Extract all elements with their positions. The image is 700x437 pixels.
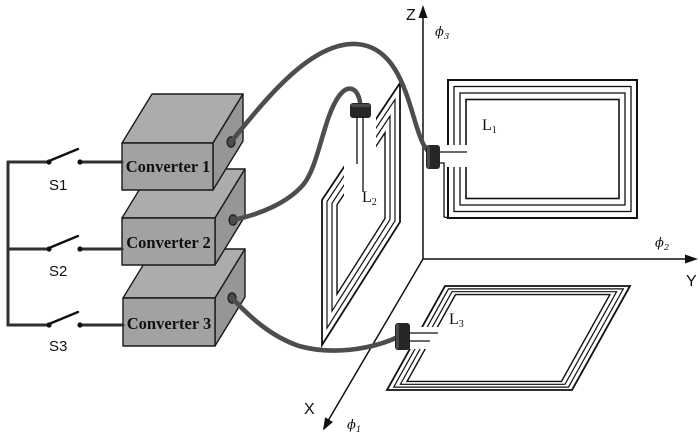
coil-l3-turn-3	[399, 291, 618, 385]
flux-phi1-label: ϕ1	[347, 418, 361, 435]
coil-l3-turn-inner	[405, 293, 612, 383]
s2-contact-right	[77, 246, 83, 252]
flux-phi3-label: ϕ3	[435, 25, 449, 42]
s2-contact-left	[46, 246, 52, 252]
converter-1-box	[121, 93, 244, 191]
switch-s1	[6, 147, 124, 165]
x-axis-arrowhead-icon	[323, 417, 333, 431]
l2-connector-rim	[351, 104, 370, 107]
coil-l2-turn-outer	[321, 80, 401, 349]
y-axis-arrowhead-icon	[685, 254, 698, 264]
cable-converter3-to-l3	[229, 295, 401, 353]
y-axis-label: Y	[686, 273, 697, 290]
s1-contact-right	[77, 159, 83, 165]
s3-contact-left	[46, 322, 52, 328]
switch-s2	[6, 234, 124, 252]
labels: Z Y X ϕ3 ϕ2 ϕ1 L1 L2 L3 Converter 1 Conv…	[49, 7, 697, 435]
coil-l1-turn-3	[459, 92, 626, 206]
l1-lead-outer	[440, 162, 450, 219]
cable-converter1-to-l1	[228, 41, 432, 155]
switch-s3-label: S3	[49, 338, 67, 355]
coil-l1	[442, 79, 638, 219]
s1-blade	[47, 147, 80, 163]
converter-3-front-face	[122, 297, 216, 347]
coil-l1-turn-2	[453, 85, 632, 213]
flux-phi2-label: ϕ2	[655, 236, 669, 253]
cable-converter2-to-l2	[230, 86, 363, 223]
converter-2-front-face	[121, 217, 216, 266]
l3-connector-rim	[396, 324, 399, 349]
switch-network	[6, 147, 125, 328]
connectors	[350, 103, 440, 350]
coil-lead-wires	[356, 117, 467, 342]
converter-1-front-face	[121, 142, 214, 191]
x-axis-label: X	[304, 401, 315, 418]
coil-l2-label: L2	[362, 189, 377, 208]
coil-l3-turn-outer	[385, 285, 632, 391]
z-axis-label: Z	[406, 7, 416, 24]
coil-l1-turn-outer	[447, 79, 638, 219]
coil-l3-label: L3	[449, 311, 464, 330]
coil-l3-turn-2	[392, 288, 625, 388]
z-axis-arrowhead-icon	[418, 5, 428, 18]
x-axis	[327, 258, 424, 421]
converter-1-label: Converter 1	[126, 157, 210, 176]
s3-contact-right	[77, 322, 83, 328]
coil-l1-label: L1	[482, 117, 497, 136]
coil-l3-lead-gap	[410, 327, 438, 349]
converter-2-label: Converter 2	[126, 233, 210, 252]
cables	[228, 41, 432, 353]
s1-contact-left	[46, 159, 52, 165]
coil-l2	[321, 80, 401, 349]
switch-s1-label: S1	[49, 177, 67, 194]
switch-s2-label: S2	[49, 263, 67, 280]
coil-l3	[385, 285, 632, 391]
s2-blade	[47, 234, 80, 250]
converter-3-label: Converter 3	[127, 314, 211, 333]
coil-l2-lead-gap	[344, 104, 376, 210]
s3-blade	[47, 310, 80, 326]
switch-s3	[6, 310, 125, 328]
coil-l1-lead-gap	[442, 145, 468, 167]
coil-l1-turn-inner	[465, 98, 620, 200]
l1-connector-rim	[427, 146, 430, 168]
